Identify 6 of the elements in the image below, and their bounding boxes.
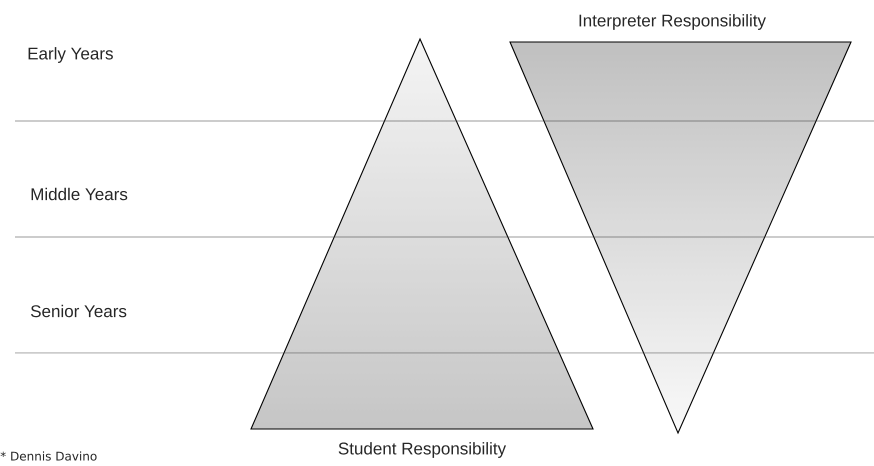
node-label: Interpreter Responsibility [580, 14, 766, 30]
note: * Dennis Davino [0, 451, 97, 461]
node-label: Student Responsibility [338, 442, 506, 458]
row-label: Middle Years [32, 188, 128, 200]
row-label: Early Years [28, 47, 113, 63]
row-label: Senior Years [30, 304, 126, 318]
